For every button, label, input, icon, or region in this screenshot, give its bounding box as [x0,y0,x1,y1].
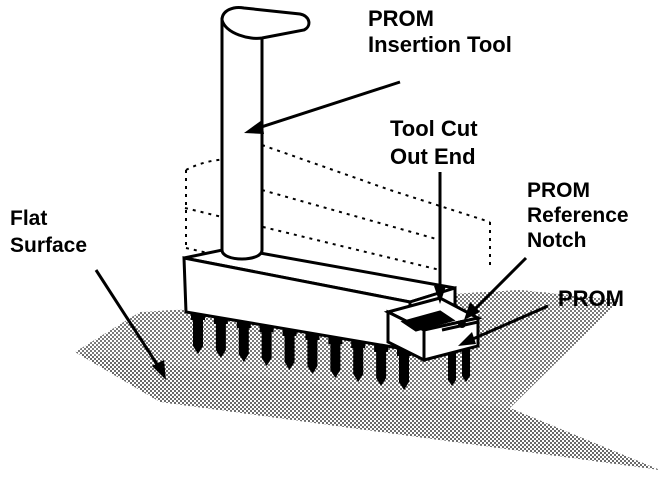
leader-arrows [94,80,549,373]
arrow-prom [465,304,549,344]
prom-pin [215,320,226,358]
arrowhead-flat-surface [152,360,166,380]
label-flat-surface: Flat Surface [10,208,87,256]
label-prom-insertion-tool-line1: PROM [368,6,434,31]
prom-pin [399,352,409,390]
label-prom-insertion-tool: PROM Insertion Tool [368,8,512,56]
label-tool-cut-out-end-line2: Out End [390,144,476,169]
arrowhead-reference-notch [464,302,480,320]
prom-pin-shoulder [191,312,205,320]
arrowhead-insertion-tool [244,120,264,134]
prom-pin-shoulder [305,332,320,340]
prom-pins [191,312,470,390]
prom-pin [376,348,387,386]
prom-pin [261,328,272,366]
flat-surface-back [75,290,620,408]
prom-pin [193,316,203,354]
label-prom-reference-notch-line3: Notch [527,229,587,252]
prom-pin [353,344,364,382]
tool-shroud-outline [184,144,491,271]
prom-pin-shoulder [236,320,251,328]
prom-pin-shoulder [351,340,366,348]
label-tool-cut-out-end-line1: Tool Cut [390,116,478,141]
label-flat-surface-line2: Surface [10,234,88,257]
label-prom: PROM [558,286,624,311]
prom-pin [307,336,318,374]
arrow-heads [152,120,480,380]
flat-surface-plane [75,352,660,470]
prom-pin-shoulder [374,344,389,352]
prom-pin-shoulder [282,328,297,336]
prom-pin [238,324,249,362]
prom-pin [284,332,295,370]
arrow-reference-notch [466,256,528,318]
arrow-insertion-tool [251,80,401,132]
label-prom-reference-notch-line1: PROM [527,179,590,202]
label-flat-surface-line1: Flat [10,207,48,230]
arrowhead-prom [458,332,476,346]
prom-chip-end [383,296,483,363]
prom-pin [330,340,341,378]
arrow-flat-surface [94,269,164,373]
arrowhead-tool-cut-out-end [434,286,446,304]
prom-pin-shoulder [397,348,411,356]
label-prom-reference-notch: PROM Reference Notch [527,180,629,251]
label-prom-insertion-tool-line2: Insertion Tool [368,32,512,57]
reference-notch [458,320,466,328]
insertion-tool-handle [220,6,311,261]
prom-pin-shoulder [213,316,228,324]
prom-pin-shoulder [328,336,343,344]
label-tool-cut-out-end: Tool Cut Out End [390,118,478,168]
prom-pin-shoulder [259,324,274,332]
label-prom-reference-notch-line2: Reference [527,204,629,227]
